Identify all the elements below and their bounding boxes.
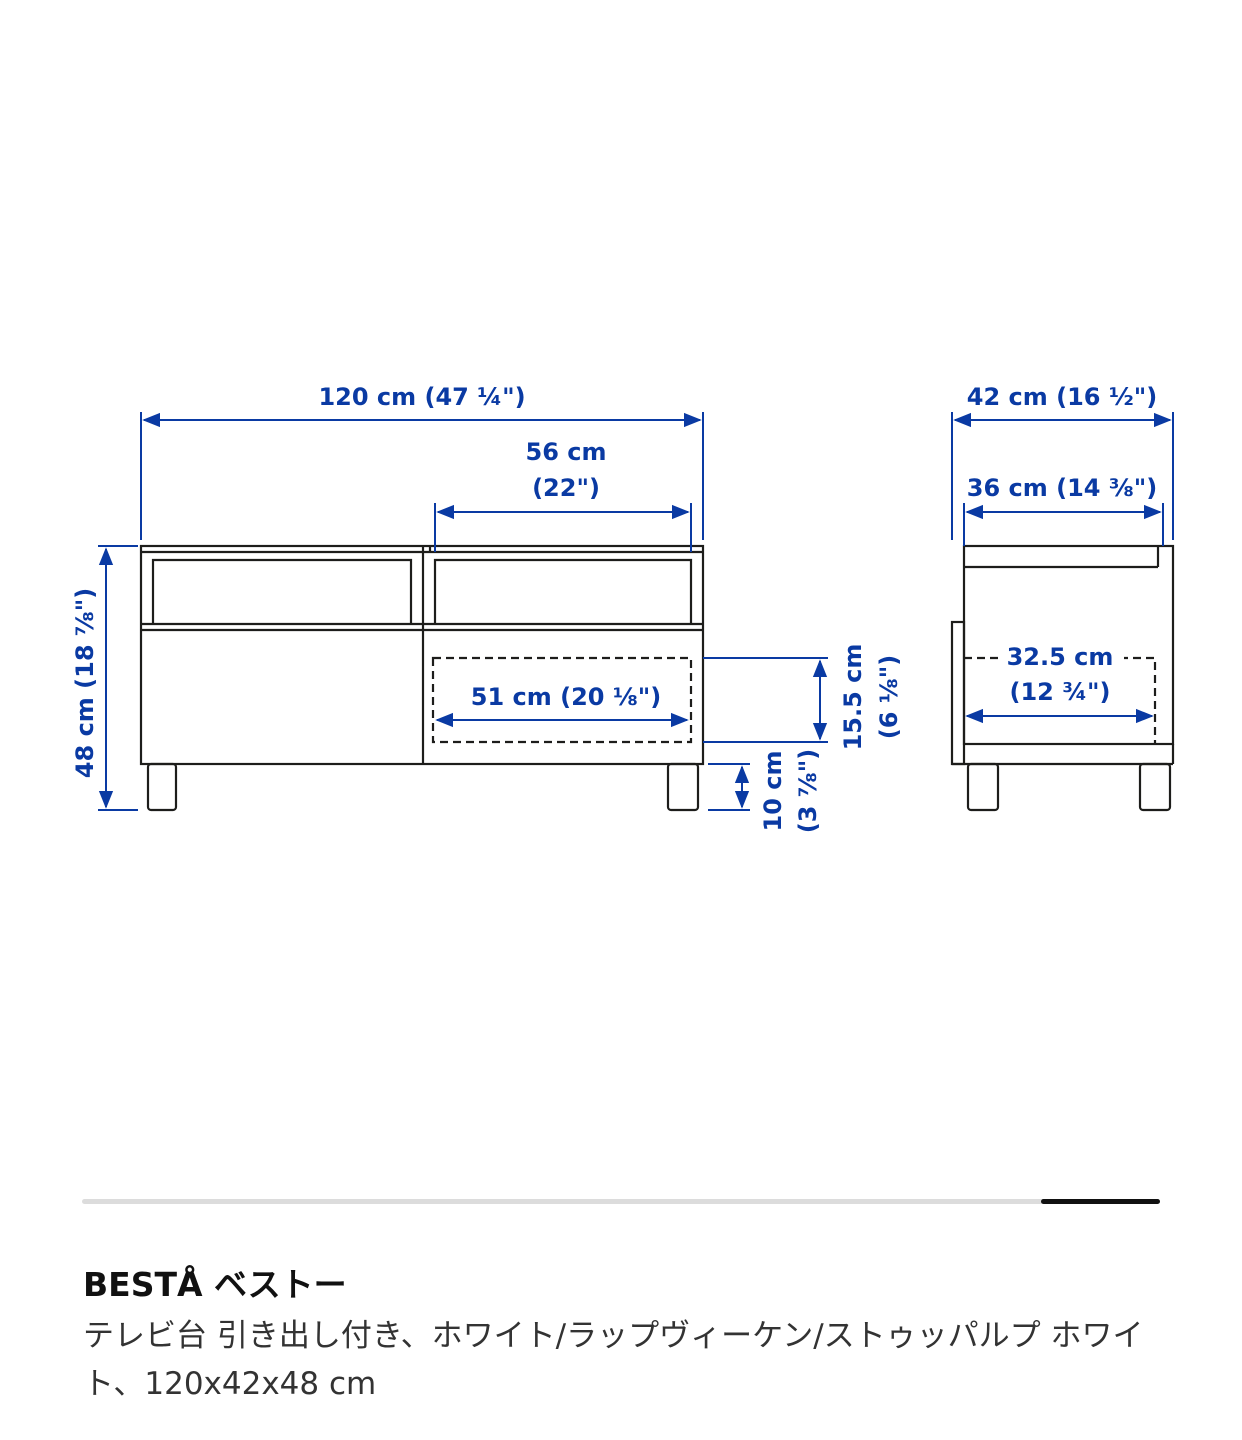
inner-height-in-label: (6 ⅛") [875,655,903,739]
side-leg-right [1138,762,1172,812]
total-height-label: 48 cm (18 ⅞") [71,588,99,778]
drawer-interior-dashed [431,656,693,744]
side-leg-left [966,762,1000,812]
drawer-width-cm-label: 56 cm [526,438,607,466]
total-depth-label: 42 cm (16 ½") [967,383,1157,411]
product-name: BESTÅ ベストー [83,1265,347,1304]
inner-depth-cm-label: 32.5 cm [1007,643,1114,671]
image-carousel-scrollbar[interactable] [82,1199,1160,1204]
side-view [950,544,1175,812]
drawer-width-in-label: (22") [532,474,600,502]
leg-right [666,762,700,812]
inner-width-label: 51 cm (20 ⅛") [471,683,661,711]
leg-height-in-label: (3 ⅞") [794,749,822,833]
total-width-label: 120 cm (47 ¼") [318,383,525,411]
leg-left [146,762,178,812]
front-dimensions [98,412,828,811]
side-drawer-dashed [964,656,1157,744]
dimension-drawing: 120 cm (47 ¼") 56 cm (22") 51 cm (20 ⅛")… [71,383,1175,833]
front-view [139,544,705,812]
leg-height-cm-label: 10 cm [759,751,787,832]
inner-height-cm-label: 15.5 cm [839,644,867,751]
drawer-depth-label: 36 cm (14 ⅜") [967,474,1157,502]
inner-depth-in-label: (12 ¾") [1009,678,1110,706]
product-description: テレビ台 引き出し付き、ホワイト/ラップヴィーケン/ストゥッパルプ ホワイト、1… [83,1318,1144,1402]
side-dimensions [951,412,1174,724]
carousel-position-indicator[interactable] [1041,1199,1160,1204]
